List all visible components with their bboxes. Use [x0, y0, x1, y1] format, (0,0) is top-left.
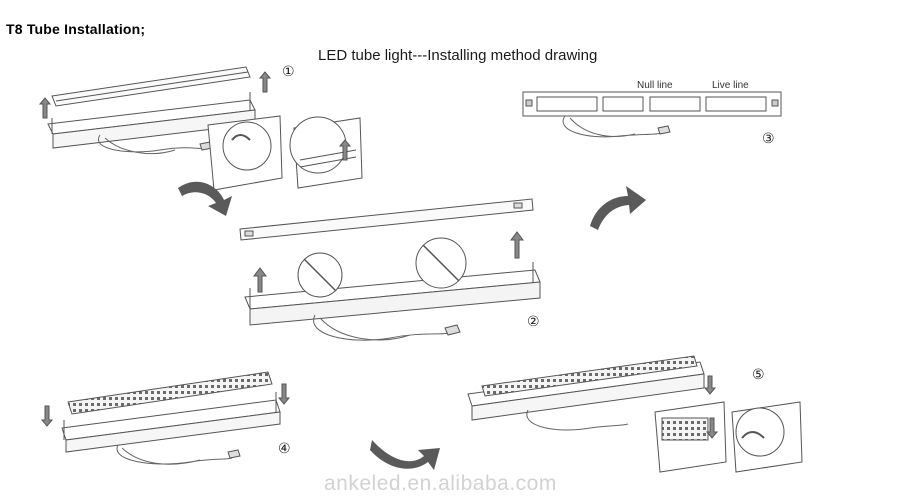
- fixture-2: [244, 262, 541, 326]
- step-5-illustration: [467, 355, 803, 473]
- detail-box-5b: [731, 401, 803, 473]
- down-arrow-icon: [277, 383, 291, 405]
- page-heading: T8 Tube Installation;: [6, 21, 146, 37]
- down-arrow-icon: [703, 375, 717, 395]
- step-4-number: ④: [278, 441, 291, 457]
- step-2-number: ②: [527, 314, 540, 330]
- curved-arrow-icon: [590, 186, 646, 230]
- curved-arrow-icon: [178, 181, 232, 216]
- step-1-illustration: [38, 66, 363, 191]
- plug-3: [657, 125, 671, 135]
- cable-3: [562, 115, 663, 138]
- tube-1: [51, 66, 251, 107]
- up-arrow-icon: [510, 231, 524, 259]
- no-circle-left: [297, 252, 343, 298]
- cover-2: [239, 198, 534, 241]
- diagram-title: LED tube light---Installing method drawi…: [318, 47, 598, 64]
- live-line-label: Live line: [712, 80, 749, 91]
- detail-box-1a: [207, 115, 283, 191]
- plug-4: [227, 449, 241, 459]
- step-1-number: ①: [282, 64, 295, 80]
- up-arrow-icon: [258, 71, 272, 93]
- cable-2: [313, 314, 451, 341]
- watermark: ankeled.en.alibaba.com: [324, 472, 557, 495]
- step-2-illustration: [239, 198, 541, 341]
- led-tube-5: [481, 355, 698, 397]
- plug-2: [444, 324, 461, 336]
- cable-4: [116, 444, 233, 465]
- led-tube-4: [67, 371, 273, 415]
- step-3-illustration: [522, 91, 782, 138]
- no-circle-right: [415, 237, 467, 289]
- null-line-label: Null line: [637, 80, 673, 91]
- open-fixture-3: [522, 91, 782, 117]
- up-arrow-icon: [338, 139, 352, 161]
- detail-box-1b: [289, 116, 363, 189]
- up-arrow-icon: [38, 97, 52, 119]
- down-arrow-icon: [40, 405, 54, 427]
- up-arrow-icon: [253, 267, 267, 293]
- fixture-4: [61, 392, 281, 453]
- step-4-illustration: [40, 371, 291, 465]
- cable-5: [526, 409, 629, 431]
- cable-1: [97, 134, 206, 155]
- step-5-number: ⑤: [752, 367, 765, 383]
- curved-arrow-icon: [370, 440, 440, 470]
- detail-box-5a: [654, 401, 727, 473]
- step-3-number: ③: [762, 131, 775, 147]
